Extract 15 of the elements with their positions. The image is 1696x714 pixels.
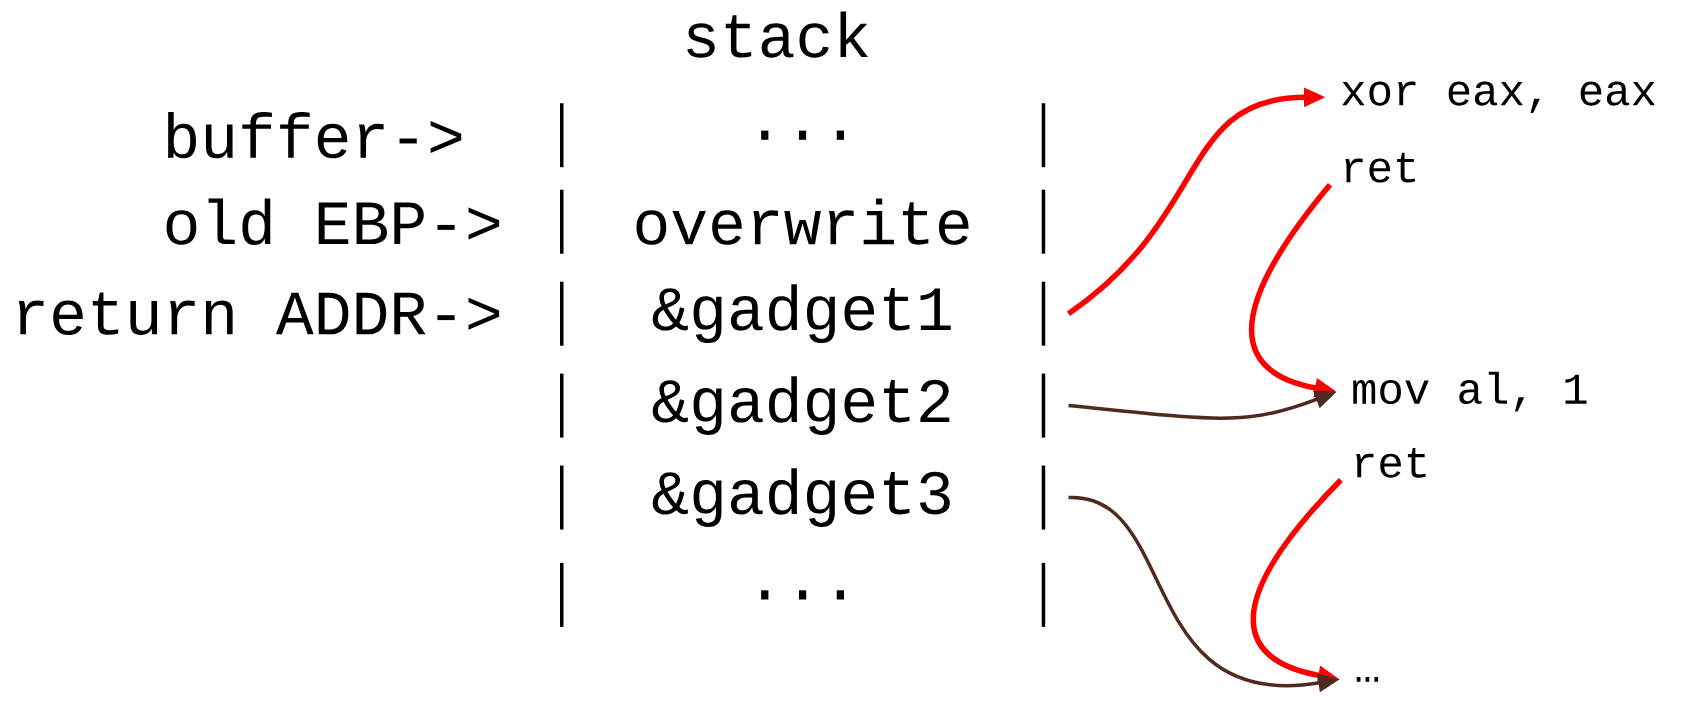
stack-cell: ... [560,103,1046,168]
stack-cell: &gadget3 [560,465,1046,530]
stack-cell: &gadget2 [560,373,1046,438]
instruction-text: ret [1345,152,1415,183]
pointer-label: old EBP-> [166,198,500,245]
title: stack [687,11,868,58]
stack-cell: overwrite [560,189,1046,254]
pointer-label: return ADDR-> [18,292,500,335]
pointer-label: buffer-> [167,112,462,159]
stack-cell: ... [560,562,1046,627]
instruction-text: mov al, 1 [1353,371,1587,412]
stack-cell: &gadget1 [560,281,1046,346]
instruction-text: … [1356,676,1379,682]
instruction-text: xor eax, eax [1342,81,1655,114]
instruction-text: ret [1356,448,1426,478]
